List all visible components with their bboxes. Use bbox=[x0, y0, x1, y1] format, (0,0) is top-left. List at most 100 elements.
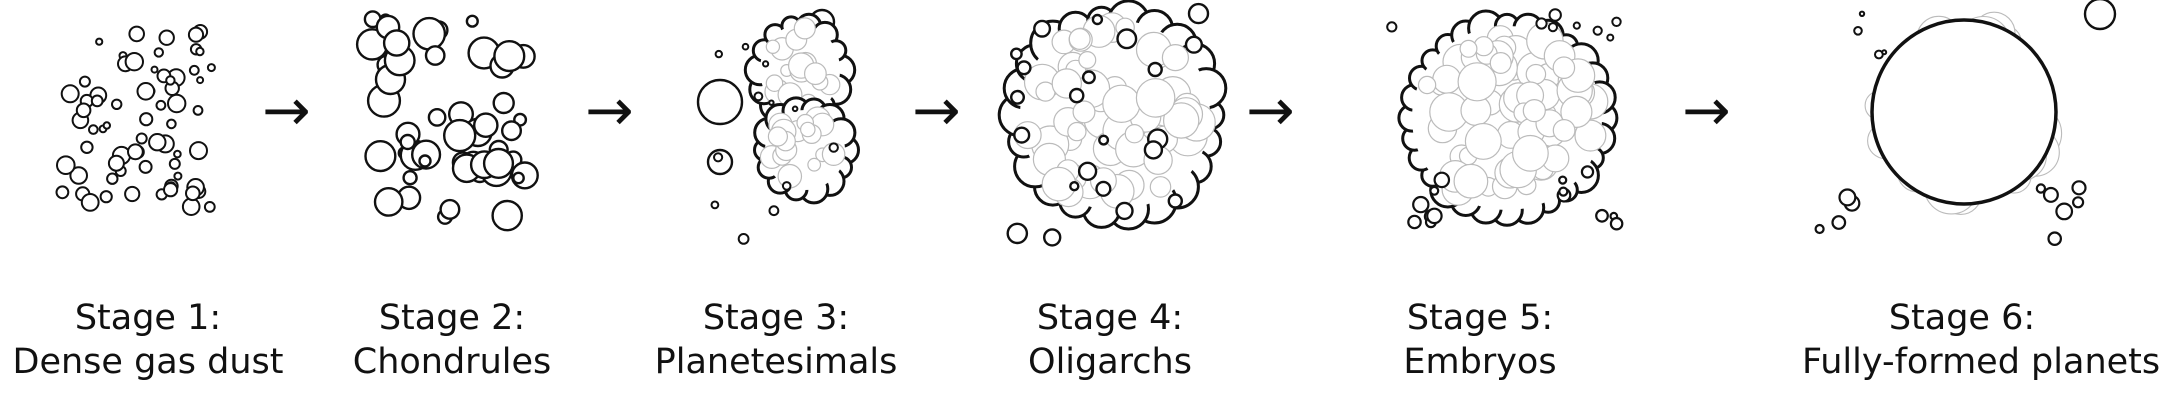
inner-particle bbox=[799, 121, 816, 138]
particle bbox=[1853, 26, 1863, 36]
stage-1-title: Stage 1: bbox=[74, 298, 222, 338]
stage-4-label: Stage 4: Oligarchs bbox=[950, 296, 1270, 384]
inner-particle bbox=[1067, 121, 1087, 142]
particle bbox=[188, 64, 200, 76]
particle bbox=[768, 205, 780, 217]
particle bbox=[106, 172, 119, 185]
particle bbox=[1595, 208, 1609, 223]
stage-4-subtitle: Oligarchs bbox=[1028, 342, 1192, 382]
particle bbox=[60, 84, 80, 104]
particle bbox=[1010, 47, 1023, 61]
particle bbox=[88, 124, 99, 135]
stage-6-planet bbox=[1814, 0, 2117, 246]
inner-particle bbox=[1162, 102, 1200, 139]
particle bbox=[1611, 16, 1622, 27]
arrow-3-icon: → bbox=[912, 76, 961, 144]
particle bbox=[768, 99, 775, 106]
particle bbox=[1580, 165, 1595, 179]
particle bbox=[427, 108, 447, 127]
particle bbox=[195, 46, 205, 57]
inner-particle bbox=[1078, 50, 1097, 69]
stage-6-title: Stage 6: bbox=[1888, 298, 2036, 338]
particle bbox=[424, 45, 446, 66]
particle bbox=[1016, 60, 1032, 76]
particle bbox=[1558, 186, 1569, 197]
stage-3-title: Stage 3: bbox=[702, 298, 850, 338]
inner-particle bbox=[767, 126, 789, 147]
particle bbox=[189, 141, 208, 161]
particle bbox=[1147, 61, 1163, 78]
stage-1-label: Stage 1: Dense gas dust bbox=[0, 296, 308, 384]
stage-4-title: Stage 4: bbox=[1036, 298, 1184, 338]
particle bbox=[90, 94, 104, 108]
particle bbox=[1187, 2, 1210, 25]
particle bbox=[472, 112, 499, 138]
particle bbox=[1033, 19, 1052, 38]
particle bbox=[399, 133, 416, 151]
particle bbox=[128, 25, 145, 43]
particle bbox=[69, 166, 88, 185]
particle bbox=[102, 121, 112, 130]
particle bbox=[1098, 134, 1110, 146]
inner-particle bbox=[1453, 163, 1489, 199]
particle bbox=[741, 42, 750, 51]
particle bbox=[753, 91, 764, 102]
stage-3-label: Stage 3: Planetesimals bbox=[616, 296, 936, 384]
particle bbox=[155, 99, 167, 111]
particle bbox=[1042, 228, 1062, 247]
inner-particle bbox=[1489, 51, 1512, 74]
particle bbox=[482, 147, 515, 179]
particle bbox=[1572, 21, 1581, 30]
inner-particle bbox=[765, 39, 781, 55]
stage-1-dust-cloud bbox=[55, 24, 216, 216]
particle bbox=[126, 143, 144, 161]
particle bbox=[1535, 17, 1548, 30]
planet-outline bbox=[1870, 18, 2058, 206]
particle bbox=[166, 118, 177, 130]
particle bbox=[138, 159, 153, 174]
particle bbox=[1548, 8, 1562, 22]
particle bbox=[1433, 171, 1451, 189]
stage-6-subtitle: Fully-formed planets bbox=[1802, 342, 2161, 382]
particle bbox=[501, 120, 523, 142]
particle bbox=[781, 181, 792, 191]
particle bbox=[1077, 161, 1098, 182]
particle bbox=[1606, 33, 1615, 42]
particle bbox=[382, 29, 411, 57]
particle bbox=[418, 154, 432, 168]
stage-2-subtitle: Chondrules bbox=[352, 342, 552, 382]
inner-particle bbox=[1072, 100, 1096, 124]
particle bbox=[1412, 195, 1430, 214]
inner-particle bbox=[1459, 39, 1478, 58]
particle bbox=[56, 155, 76, 175]
particle bbox=[1429, 185, 1440, 196]
inner-particle bbox=[1417, 75, 1437, 95]
particle bbox=[55, 185, 70, 200]
particle bbox=[203, 201, 216, 213]
particle bbox=[1143, 140, 1164, 160]
particle bbox=[107, 154, 125, 172]
stage-3-planetesimals bbox=[696, 8, 860, 245]
particle bbox=[443, 118, 477, 153]
particle bbox=[439, 198, 461, 220]
particle bbox=[1010, 89, 1026, 105]
particle bbox=[493, 39, 526, 73]
particle bbox=[492, 91, 515, 115]
stage-2-title: Stage 2: bbox=[378, 298, 526, 338]
particle bbox=[1838, 188, 1857, 207]
particle bbox=[1068, 87, 1085, 104]
particle bbox=[187, 26, 205, 43]
particle bbox=[491, 199, 524, 232]
particle bbox=[78, 75, 91, 88]
stage-1-subtitle: Dense gas dust bbox=[12, 342, 284, 382]
particle bbox=[1814, 223, 1825, 235]
particle bbox=[714, 49, 723, 59]
particle bbox=[1095, 180, 1112, 197]
inner-particle bbox=[1457, 62, 1497, 102]
particle bbox=[1081, 70, 1096, 85]
particle bbox=[163, 182, 179, 198]
particle bbox=[465, 14, 479, 28]
stage-5-embryos bbox=[1386, 8, 1624, 231]
